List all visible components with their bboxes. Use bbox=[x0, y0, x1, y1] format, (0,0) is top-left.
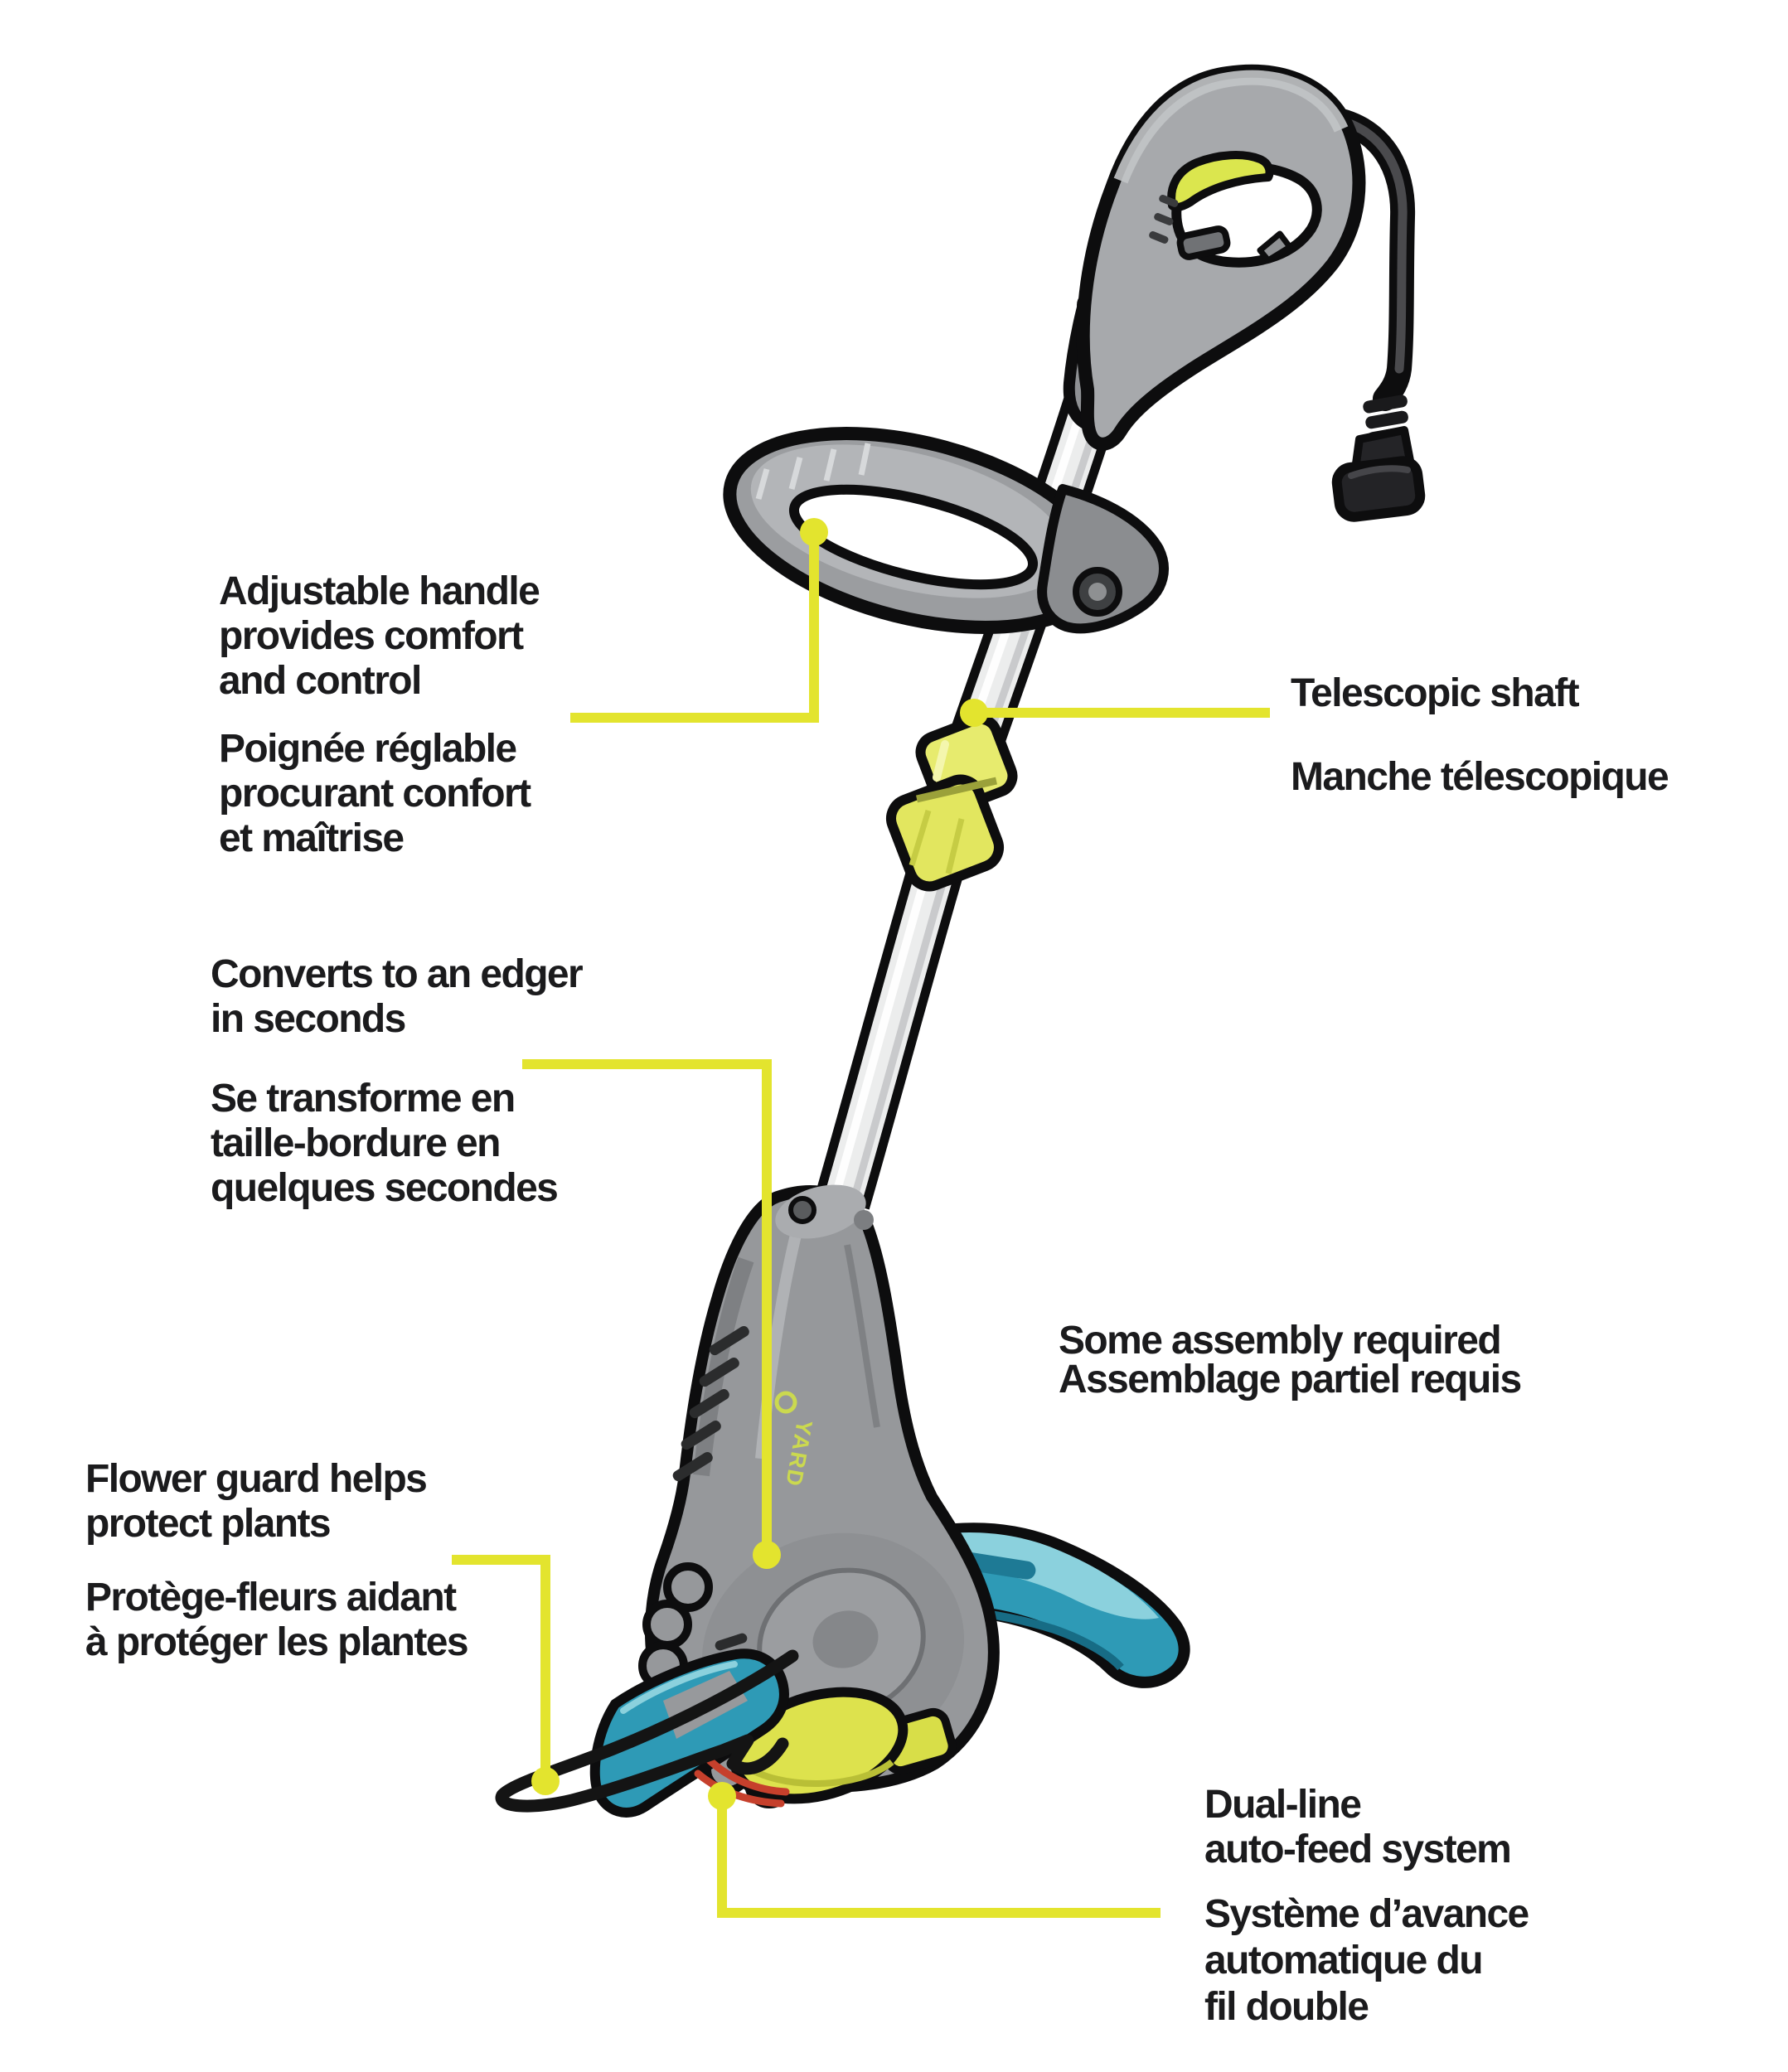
callout-lines bbox=[452, 518, 1270, 1918]
callout-label-telescopic-shaft-fr: Manche télescopique bbox=[1291, 755, 1669, 800]
label-line: à protéger les plantes bbox=[85, 1620, 469, 1664]
trigger bbox=[1167, 151, 1274, 212]
callout-label-adjustable-handle-en: Adjustable handle provides comfort and c… bbox=[219, 569, 540, 704]
callout-label-flower-guard-fr: Protège-fleurs aidant à protéger les pla… bbox=[85, 1576, 469, 1665]
label-line: Some assembly required bbox=[1059, 1319, 1502, 1363]
flower-guard-wire bbox=[495, 1649, 799, 1813]
label-line: et maîtrise bbox=[219, 816, 405, 860]
callout-dot-telescopic-shaft bbox=[960, 699, 988, 727]
callout-line-dual-line-feed bbox=[717, 1796, 1161, 1918]
callout-label-dual-line-feed-en: Dual-line auto-feed system bbox=[1204, 1783, 1512, 1872]
callout-label-flower-guard-en: Flower guard helps protect plants bbox=[85, 1457, 428, 1547]
callout-dot-dual-line-feed bbox=[708, 1782, 736, 1810]
power-cord bbox=[1312, 105, 1416, 411]
lock-button bbox=[1176, 225, 1231, 260]
label-line: procurant confort bbox=[219, 772, 531, 816]
label-line: protect plants bbox=[85, 1502, 332, 1546]
label-line: Manche télescopique bbox=[1291, 755, 1669, 799]
callout-line-edger-conversion bbox=[522, 1059, 772, 1555]
label-line: Flower guard helps bbox=[85, 1457, 428, 1501]
label-line: Assemblage partiel requis bbox=[1059, 1358, 1522, 1402]
callout-label-dual-line-feed-fr: Système d’avance automatique du fil doub… bbox=[1204, 1891, 1529, 2031]
assembly-note: Some assembly required Assemblage partie… bbox=[1059, 1319, 1522, 1402]
label-line: Adjustable handle bbox=[219, 569, 540, 613]
label-line: Converts to an edger bbox=[211, 952, 584, 996]
label-line: Poignée réglable bbox=[219, 727, 517, 771]
label-line: fil double bbox=[1204, 1985, 1369, 2029]
callout-line-flower-guard bbox=[452, 1555, 550, 1781]
label-line: Se transforme en bbox=[211, 1077, 516, 1121]
callout-label-telescopic-shaft-en: Telescopic shaft bbox=[1291, 671, 1580, 716]
label-line: quelques secondes bbox=[211, 1166, 559, 1210]
power-plug bbox=[1331, 395, 1426, 522]
label-line: automatique du bbox=[1204, 1939, 1484, 1982]
label-line: provides comfort bbox=[219, 614, 524, 658]
main-handle bbox=[1076, 64, 1366, 451]
callout-label-adjustable-handle-fr: Poignée réglable procurant confort et ma… bbox=[219, 727, 531, 861]
callout-dot-adjustable-handle bbox=[800, 518, 828, 546]
label-line: Dual-line bbox=[1204, 1783, 1362, 1827]
callout-label-edger-conversion-fr: Se transforme en taille-bordure en quelq… bbox=[211, 1077, 559, 1211]
label-line: in seconds bbox=[211, 997, 406, 1041]
spool-cap bbox=[729, 1687, 957, 1804]
callout-label-edger-conversion-en: Converts to an edger in seconds bbox=[211, 952, 584, 1042]
callout-dot-flower-guard bbox=[531, 1767, 560, 1795]
label-line: Protège-fleurs aidant bbox=[85, 1576, 457, 1619]
label-line: Système d’avance bbox=[1204, 1892, 1529, 1936]
loop-handle bbox=[723, 427, 1169, 634]
callout-dot-edger-conversion bbox=[753, 1541, 781, 1569]
label-line: taille-bordure en bbox=[211, 1121, 501, 1165]
label-line: and control bbox=[219, 659, 422, 703]
label-line: Telescopic shaft bbox=[1291, 671, 1580, 715]
shaft-lock-collar bbox=[886, 714, 1018, 892]
label-line: auto-feed system bbox=[1204, 1828, 1512, 1871]
callout-line-adjustable-handle bbox=[570, 532, 819, 723]
